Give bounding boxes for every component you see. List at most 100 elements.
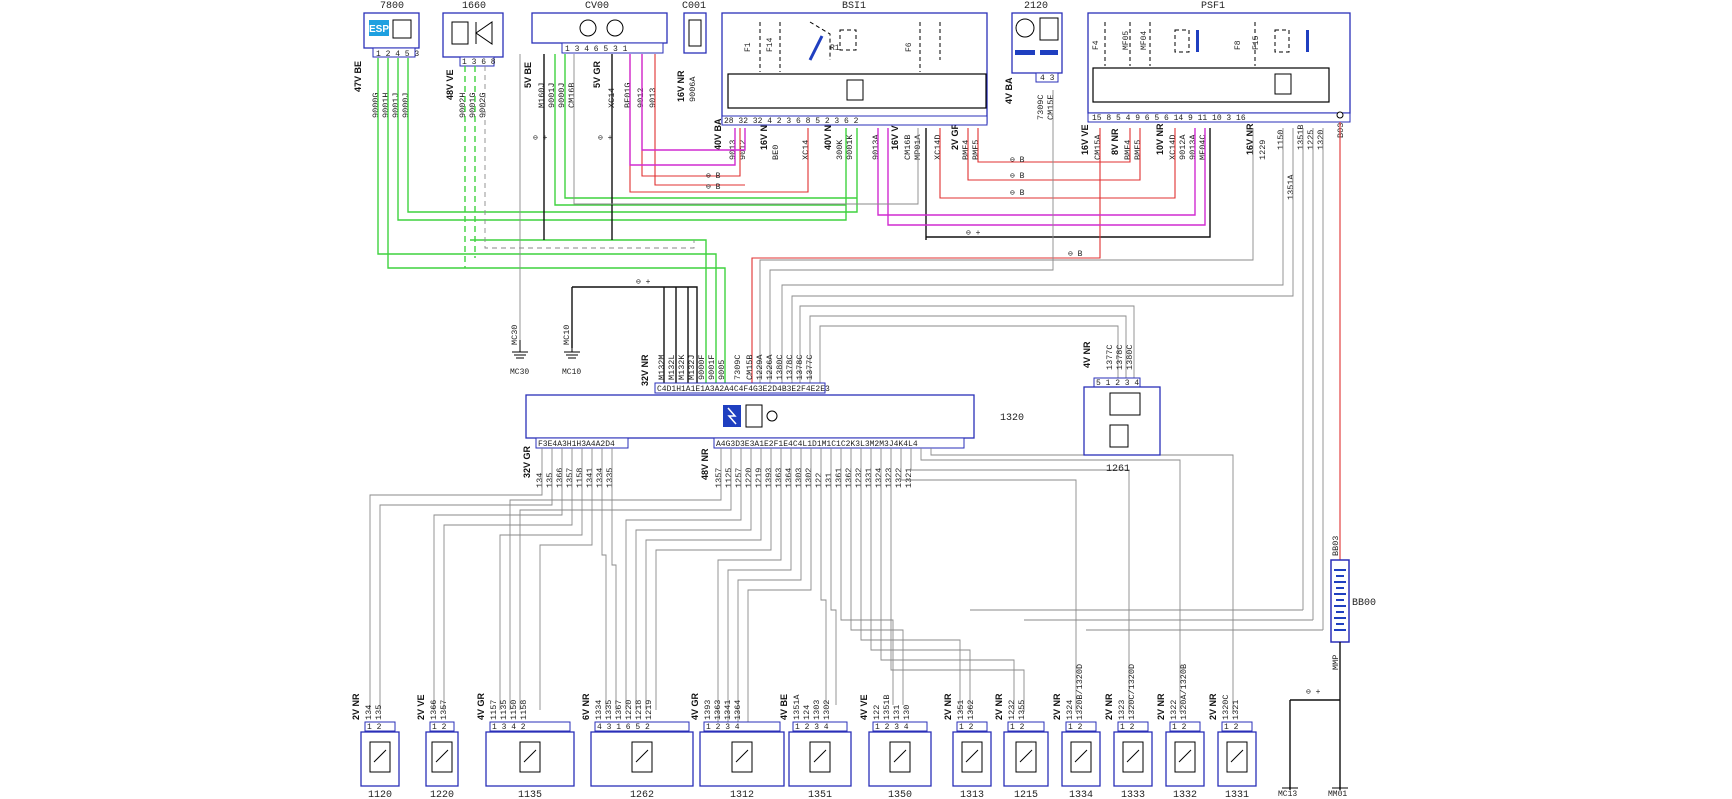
svg-text:1226A: 1226A	[765, 354, 775, 380]
svg-text:⊖ +: ⊖ +	[598, 134, 613, 143]
svg-text:1357: 1357	[714, 468, 724, 488]
svg-text:7309C: 7309C	[1036, 94, 1046, 120]
svg-text:⊖ B: ⊖ B	[1068, 250, 1083, 259]
component-1261: 4V NR 1377C 1378C 1380C 5 1 2 3 4 1261	[1082, 341, 1161, 475]
grey-wires	[484, 54, 1324, 630]
svg-text:BMF4: BMF4	[961, 140, 971, 160]
svg-text:CM15E: CM15E	[1046, 94, 1056, 120]
svg-text:1303: 1303	[794, 468, 804, 488]
svg-text:R1: R1	[830, 44, 840, 53]
ecu-1320: C4D1H1A1E1A3A2A4C4F4G3E2D4B3E2F4E2E3 32V…	[522, 354, 1024, 488]
svg-text:1158: 1158	[575, 468, 585, 488]
svg-text:MF04C: MF04C	[1198, 134, 1208, 160]
pin-numbers: 1 2	[432, 723, 447, 732]
wire-marks: ⊖ B ⊖ B ⊖ B ⊖ B ⊖ B ⊖ B ⊖ + ⊖ + ⊖ + ⊖ + …	[533, 134, 1321, 697]
svg-text:5V GR: 5V GR	[592, 60, 602, 88]
svg-text:⊖ B: ⊖ B	[1010, 156, 1025, 165]
svg-text:1377C: 1377C	[1105, 344, 1115, 370]
svg-text:1232: 1232	[854, 468, 864, 488]
wire-label: 1324	[1065, 700, 1075, 720]
ground-mm01: MM01	[1328, 780, 1348, 799]
svg-text:F4: F4	[1092, 40, 1101, 50]
svg-text:1320: 1320	[1316, 130, 1326, 150]
svg-text:MC13: MC13	[1278, 790, 1297, 799]
svg-text:1322: 1322	[894, 468, 904, 488]
component-1220-id: 1220	[430, 790, 454, 799]
svg-text:F3E4A3H1H3A4A2D4: F3E4A3H1H3A4A2D4	[538, 440, 615, 449]
pin-numbers: 1 2	[367, 723, 382, 732]
svg-text:4V BA: 4V BA	[1004, 77, 1014, 104]
pin-numbers: 1 2	[1010, 723, 1025, 732]
wire-label: 1357	[439, 700, 449, 720]
svg-text:1380C: 1380C	[1125, 344, 1135, 370]
svg-text:1321: 1321	[904, 468, 914, 488]
component-c001: C001 16V NR 9006A	[676, 1, 707, 102]
component-1262-id: 1262	[630, 790, 654, 799]
ground-mc30: MC30 MC30	[510, 325, 529, 377]
svg-text:9002H: 9002H	[458, 92, 468, 118]
svg-text:40V NR: 40V NR	[823, 118, 833, 150]
wire-label: 1320A/1320B	[1179, 664, 1189, 720]
svg-text:F15: F15	[1252, 35, 1261, 50]
wire-label: 1364	[733, 700, 743, 720]
component-1350-id: 1350	[888, 790, 912, 799]
svg-text:1 3 6 8: 1 3 6 8	[462, 58, 496, 67]
component-2120-id: 2120	[1024, 1, 1048, 12]
svg-text:9001G: 9001G	[468, 92, 478, 118]
svg-text:CM16B: CM16B	[567, 82, 577, 108]
component-1262-connector: 6V NR	[581, 693, 591, 720]
component-psf1: PSF1 F4 MF05 MF04 F8 F15 16V VE 8V NR 10…	[1080, 1, 1351, 200]
svg-text:XC14D: XC14D	[1168, 134, 1178, 160]
component-1215-id: 1215	[1014, 790, 1038, 799]
svg-text:40V BA: 40V BA	[713, 118, 723, 150]
svg-text:M132K: M132K	[677, 354, 687, 380]
svg-text:1351A: 1351A	[1286, 174, 1296, 200]
svg-text:1380C: 1380C	[775, 354, 785, 380]
wire-label: 135	[374, 705, 384, 720]
svg-text:1361: 1361	[834, 468, 844, 488]
svg-text:1362: 1362	[844, 468, 854, 488]
svg-text:1 2 4 5 3: 1 2 4 5 3	[376, 50, 419, 59]
svg-text:9001H: 9001H	[381, 92, 391, 118]
svg-text:16V VE: 16V VE	[890, 119, 900, 150]
wire-label: 1157	[489, 700, 499, 720]
svg-text:MMP: MMP	[1331, 655, 1341, 670]
wire-label: 130	[902, 705, 912, 720]
component-1660: 1660 1 3 6 8 48V VE 9002H 9001G 9002G	[442, 1, 504, 118]
svg-text:⊖ B: ⊖ B	[1010, 172, 1025, 181]
component-1120-connector: 2V NR	[351, 693, 361, 720]
svg-text:48V NR: 48V NR	[700, 448, 710, 480]
wire-label: 122	[872, 705, 882, 720]
svg-text:9000J: 9000J	[401, 92, 411, 118]
wire-label: 1367	[614, 700, 624, 720]
svg-text:M132M: M132M	[657, 354, 667, 380]
esp-label: ESP	[369, 24, 389, 35]
svg-text:9000F: 9000F	[697, 354, 707, 380]
svg-text:M132J: M132J	[687, 354, 697, 380]
wire-label: 1341	[723, 700, 733, 720]
svg-text:4V NR: 4V NR	[1082, 341, 1092, 368]
component-1333-id: 1333	[1121, 790, 1145, 799]
svg-text:1 3 4 6 5 3 1: 1 3 4 6 5 3 1	[565, 45, 628, 54]
svg-text:9013A: 9013A	[871, 134, 881, 160]
svg-text:1341: 1341	[585, 468, 595, 488]
svg-text:CM15A: CM15A	[1093, 134, 1103, 160]
wire-label: 1363	[713, 700, 723, 720]
pin-numbers: 1 2 3 4	[795, 723, 829, 732]
wire-label: 124	[802, 705, 812, 720]
component-1660-id: 1660	[462, 1, 486, 12]
pin-numbers: 1 3 4 2	[492, 723, 526, 732]
svg-text:1351B: 1351B	[1296, 124, 1306, 150]
component-1135-connector: 4V GR	[476, 692, 486, 720]
component-1351-connector: 4V BE	[779, 694, 789, 720]
pin-numbers: 1 2 3 4	[706, 723, 740, 732]
svg-text:MM01: MM01	[1328, 790, 1347, 799]
component-1312-connector: 4V GR	[690, 692, 700, 720]
